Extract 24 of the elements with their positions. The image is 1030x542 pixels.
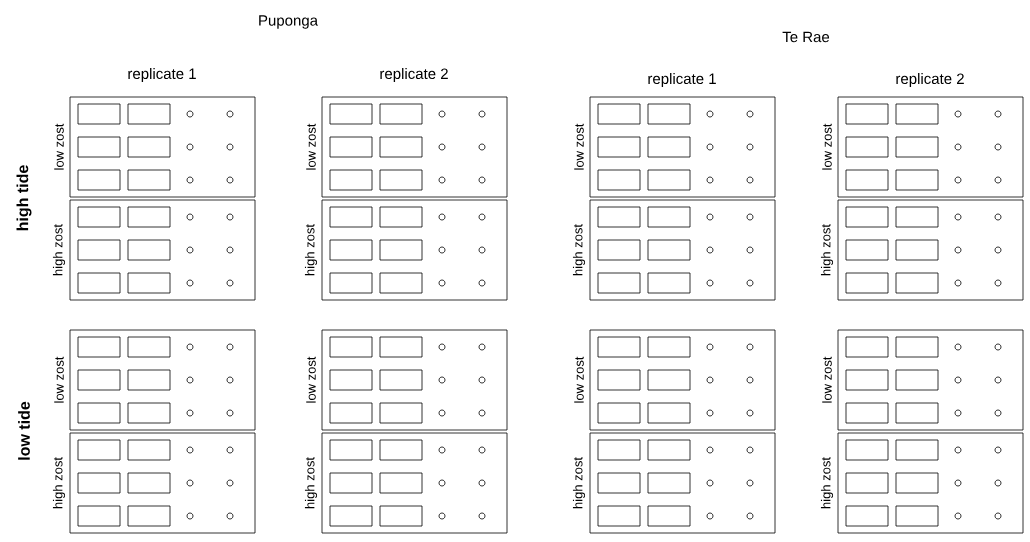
treatment-label: high zost <box>572 224 586 276</box>
treatment-label: low zost <box>54 356 64 403</box>
replicate-heading: replicate 2 <box>380 68 448 82</box>
treatment-label: low zost <box>306 123 316 170</box>
treatment-label: low zost <box>306 356 316 403</box>
replicate-heading: replicate 1 <box>128 68 196 82</box>
tide-label: high tide <box>16 165 32 231</box>
treatment-label: high zost <box>572 457 586 509</box>
treatment-label: low zost <box>822 123 832 170</box>
replicate-heading: replicate 2 <box>896 73 964 87</box>
replicate-heading: replicate 1 <box>648 73 716 87</box>
treatment-label: low zost <box>574 123 584 170</box>
treatment-label: high zost <box>304 224 318 276</box>
treatment-label: high zost <box>820 224 834 276</box>
treatment-label: high zost <box>820 457 834 509</box>
treatment-label: high zost <box>52 457 66 509</box>
tide-label: low tide <box>18 401 30 460</box>
treatment-label: low zost <box>822 356 832 403</box>
site-heading: Puponga <box>259 15 319 29</box>
site-heading: Te Rae <box>782 31 830 43</box>
treatment-label: high zost <box>52 224 66 276</box>
treatment-label: high zost <box>304 457 318 509</box>
treatment-label: low zost <box>574 356 584 403</box>
treatment-label: low zost <box>54 123 64 170</box>
